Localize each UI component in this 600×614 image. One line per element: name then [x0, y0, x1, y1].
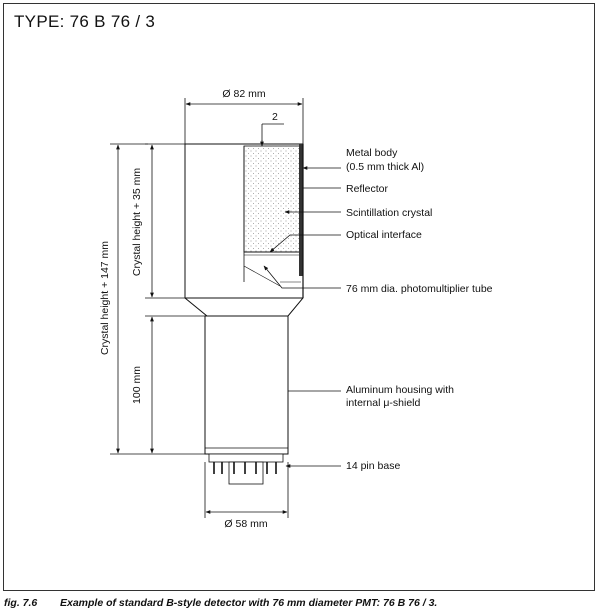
pins	[213, 462, 277, 474]
pmt-label: 76 mm dia. photomultiplier tube	[346, 283, 493, 295]
metal-body-label: Metal body	[346, 147, 398, 159]
metal-body-thickness-label: (0.5 mm thick Al)	[346, 161, 424, 173]
scintillation-crystal-label: Scintillation crystal	[346, 207, 432, 219]
wall-thickness-label: 2	[272, 111, 278, 123]
pin-base-block	[228, 461, 264, 485]
leader-lines	[263, 166, 341, 468]
figure-caption-text: Example of standard B-style detector wit…	[60, 597, 438, 609]
lower-height-label: 100 mm	[131, 366, 143, 404]
top-diameter-label: Ø 82 mm	[222, 88, 265, 100]
scintillation-crystal	[243, 145, 302, 253]
mu-shield-label: internal μ-shield	[346, 397, 420, 409]
reflector-strip	[299, 144, 303, 276]
housing-label: Aluminum housing with	[346, 384, 454, 396]
reflector-label: Reflector	[346, 183, 389, 195]
figure-caption: fig. 7.6 Example of standard B-style det…	[4, 597, 596, 611]
optical-interface-label: Optical interface	[346, 229, 422, 241]
figure-number: fig. 7.6	[4, 597, 38, 609]
pin-base-label: 14 pin base	[346, 460, 400, 472]
crystal-height-35-label: Crystal height + 35 mm	[131, 168, 143, 277]
figure-frame	[3, 3, 595, 591]
bottom-diameter-label: Ø 58 mm	[224, 518, 267, 530]
crystal-height-147-label: Crystal height + 147 mm	[99, 241, 111, 355]
detector-body	[184, 143, 304, 485]
dimension-lines	[110, 98, 304, 518]
page-title: TYPE: 76 B 76 / 3	[14, 12, 156, 31]
